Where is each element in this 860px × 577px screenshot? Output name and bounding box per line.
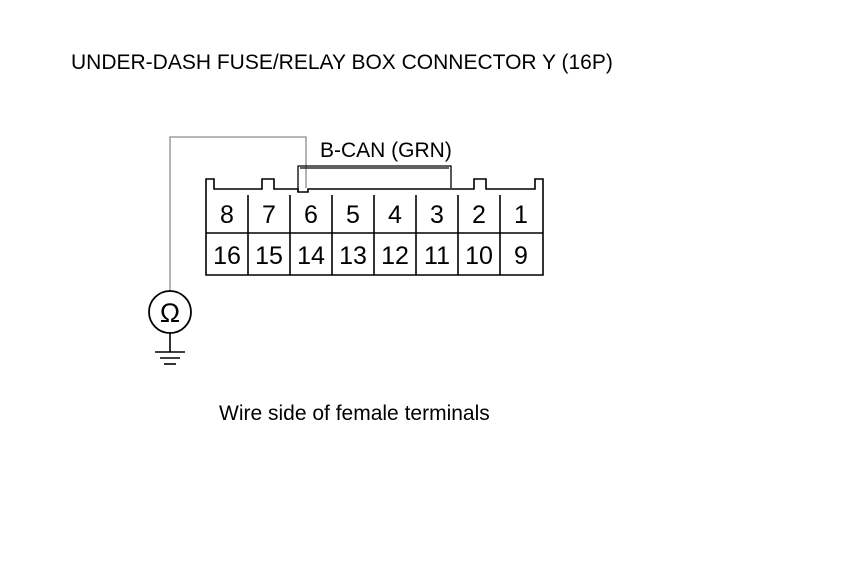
terminal-8: 8 (220, 201, 234, 229)
ohm-symbol: Ω (160, 298, 180, 328)
terminal-11: 11 (424, 242, 450, 270)
terminal-10: 10 (465, 242, 493, 270)
top-row-terminals: 8 7 6 5 4 3 2 1 (220, 201, 528, 229)
terminal-1: 1 (514, 201, 528, 229)
terminal-13: 13 (339, 242, 367, 270)
connector-housing (205, 178, 544, 276)
wire-label: B-CAN (GRN) (320, 139, 452, 162)
terminal-14: 14 (297, 242, 325, 270)
terminal-2: 2 (472, 201, 486, 229)
terminal-15: 15 (255, 242, 283, 270)
b-can-wire (297, 165, 452, 192)
terminal-16: 16 (213, 242, 241, 270)
terminal-6: 6 (304, 201, 318, 229)
diagram-title: UNDER-DASH FUSE/RELAY BOX CONNECTOR Y (1… (71, 51, 613, 74)
cell-dividers (247, 195, 501, 275)
terminal-5: 5 (346, 201, 360, 229)
terminal-4: 4 (388, 201, 402, 229)
bottom-row-terminals: 16 15 14 13 12 11 10 9 (213, 242, 528, 270)
ground-icon (155, 333, 185, 365)
terminal-3: 3 (430, 201, 444, 229)
caption: Wire side of female terminals (219, 402, 490, 425)
terminal-12: 12 (381, 242, 409, 270)
probe-wire (169, 136, 307, 291)
ohmmeter-icon: Ω (148, 290, 192, 334)
terminal-9: 9 (514, 242, 528, 270)
terminal-7: 7 (262, 201, 276, 229)
